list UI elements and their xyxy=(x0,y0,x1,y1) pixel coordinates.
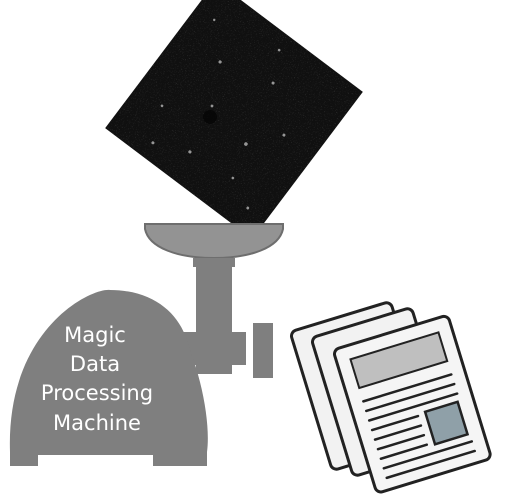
document-header-block xyxy=(349,331,449,390)
newspaper-stack-icon xyxy=(289,301,492,494)
microscopy-image-icon xyxy=(105,0,363,239)
document-text-lines xyxy=(362,373,476,480)
document-figure-block xyxy=(423,400,470,446)
machine-label-line-1: Magic xyxy=(64,323,126,347)
machine-label-line-3: Processing xyxy=(41,381,153,405)
grinder-body xyxy=(9,289,208,466)
machine-label-line-2: Data xyxy=(70,352,120,376)
grinder-collar xyxy=(193,258,235,267)
funnel-bowl xyxy=(144,223,284,260)
front-document xyxy=(332,314,492,494)
meat-grinder-icon: Magic Data Processing Machine xyxy=(9,223,284,466)
grinder-crank xyxy=(253,323,273,378)
machine-label-line-4: Machine xyxy=(53,411,141,435)
